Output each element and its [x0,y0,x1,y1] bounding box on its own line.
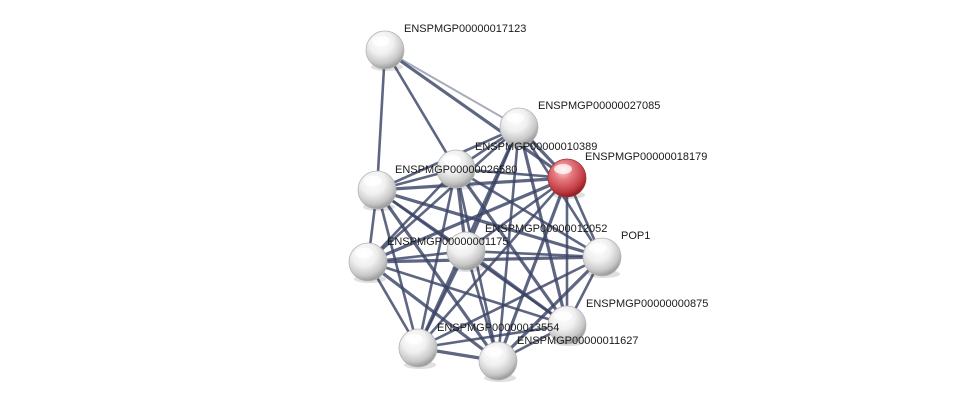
node-label: ENSPMGP00000012052 [485,223,607,235]
edge-pop1-n11627 [496,255,604,363]
edge-n01175-n11627 [366,260,500,363]
node-n18179[interactable]: ENSPMGP00000018179 [547,151,707,199]
node-highlight-shine [485,347,503,357]
edge-n18179-n12052 [464,176,569,253]
node-layer: ENSPMGP00000017123ENSPMGP00000027085ENSP… [348,23,708,382]
node-highlight-shine [405,334,423,344]
edge-n26580-n11627 [375,188,500,363]
edge-n12052-n00875 [464,249,569,327]
edge-n00875-n13554 [416,323,569,350]
node-label: ENSPMGP00000001175 [387,236,509,248]
node-label: ENSPMGP00000017123 [404,23,526,35]
node-label: ENSPMGP00000010389 [475,141,597,153]
node-n13554[interactable]: ENSPMGP00000013554 [398,322,559,369]
node-pop1[interactable]: POP1 [582,230,650,278]
edge-pop1-n13554 [416,255,604,350]
edge-n10389-n13554 [416,167,458,350]
edge-n17123-n26580 [375,48,387,192]
node-highlight-shine [554,164,572,174]
node-label: ENSPMGP00000013554 [437,322,559,334]
node-highlight-shine [372,36,390,46]
node-highlight-shine [355,248,373,258]
node-n27085[interactable]: ENSPMGP00000027085 [499,100,660,148]
node-n17123[interactable]: ENSPMGP00000017123 [365,23,526,71]
node-highlight-shine [453,237,471,247]
edge-n26580-n18179 [375,176,569,192]
node-n12052[interactable]: ENSPMGP00000012052 [446,223,607,272]
edge-n27085-n00875 [517,125,569,327]
node-label: ENSPMGP00000026580 [395,164,517,176]
node-label: ENSPMGP00000011627 [517,335,639,347]
edge-n01175-n00875 [366,260,569,327]
node-highlight-shine [506,113,524,123]
node-highlight-shine [443,155,461,165]
node-highlight-shine [364,176,382,186]
node-label: ENSPMGP00000000875 [586,298,708,310]
edge-n10389-n00875 [454,167,569,327]
node-n00875[interactable]: ENSPMGP00000000875 [547,298,708,346]
edge-n18179-n01175 [366,176,569,264]
edge-n17123-n27085 [384,49,520,128]
node-n01175[interactable]: ENSPMGP00000001175 [348,236,509,283]
node-label: ENSPMGP00000018179 [585,151,707,163]
edge-n18179-n11627 [496,176,569,363]
node-highlight-shine [554,311,572,321]
node-n10389[interactable]: ENSPMGP00000010389 [436,141,597,190]
edge-n26580-pop1 [375,188,604,259]
edge-n17123-n10389 [383,48,458,171]
node-n26580[interactable]: ENSPMGP00000026580 [357,164,517,211]
node-n11627[interactable]: ENSPMGP00000011627 [478,335,639,382]
node-label: POP1 [621,230,650,242]
edge-pop1-n01175 [366,255,604,264]
edge-n27085-n01175 [366,125,521,264]
node-highlight-shine [589,243,607,253]
edge-n26580-n13554 [375,188,420,350]
node-label: ENSPMGP00000027085 [538,100,660,112]
